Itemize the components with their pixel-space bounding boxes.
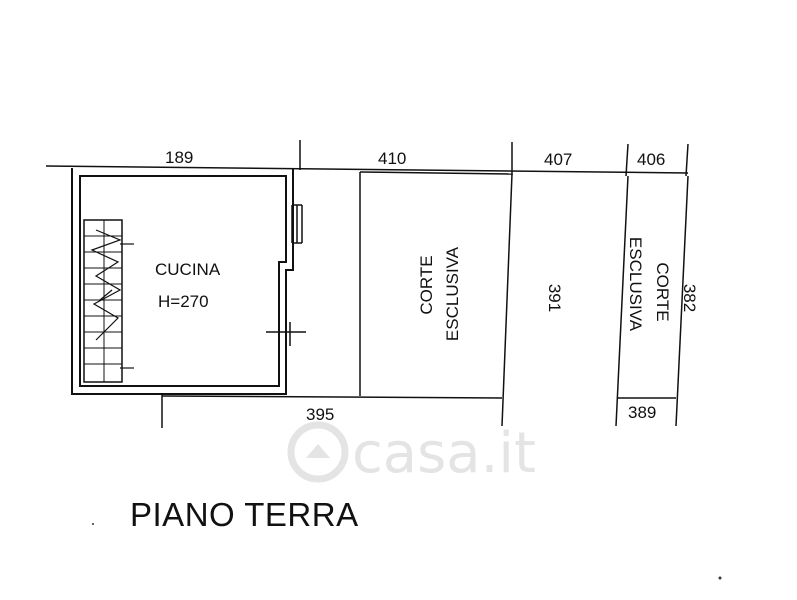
kitchen-walls — [71, 168, 306, 395]
dimension-top-2: 410 — [378, 149, 406, 168]
speck — [718, 576, 722, 580]
kitchen-name: CUCINA — [155, 260, 221, 279]
top-dimension-line — [45, 140, 689, 177]
dimension-side-2: 382 — [680, 284, 699, 312]
watermark: casa.it — [287, 421, 536, 486]
dimension-bottom-1: 395 — [306, 405, 334, 424]
court-2-line-2: ESCLUSIVA — [626, 237, 645, 332]
speck — [92, 523, 94, 525]
floor-title: PIANO TERRA — [130, 496, 359, 533]
dimension-top-3: 407 — [544, 150, 572, 169]
dimension-bottom-2: 389 — [628, 403, 656, 422]
court-2-line-1: CORTE — [653, 262, 672, 321]
court-1-line-2: ESCLUSIVA — [443, 246, 462, 341]
dimension-top-4: 406 — [637, 150, 665, 169]
court-1-line-1: CORTE — [417, 255, 436, 314]
staircase — [83, 219, 134, 383]
courtyard-outlines — [161, 171, 689, 428]
watermark-text: casa.it — [352, 421, 536, 486]
dimension-top-1: 189 — [165, 148, 193, 167]
dimension-side-1: 391 — [545, 284, 564, 312]
kitchen-height: H=270 — [158, 292, 209, 311]
